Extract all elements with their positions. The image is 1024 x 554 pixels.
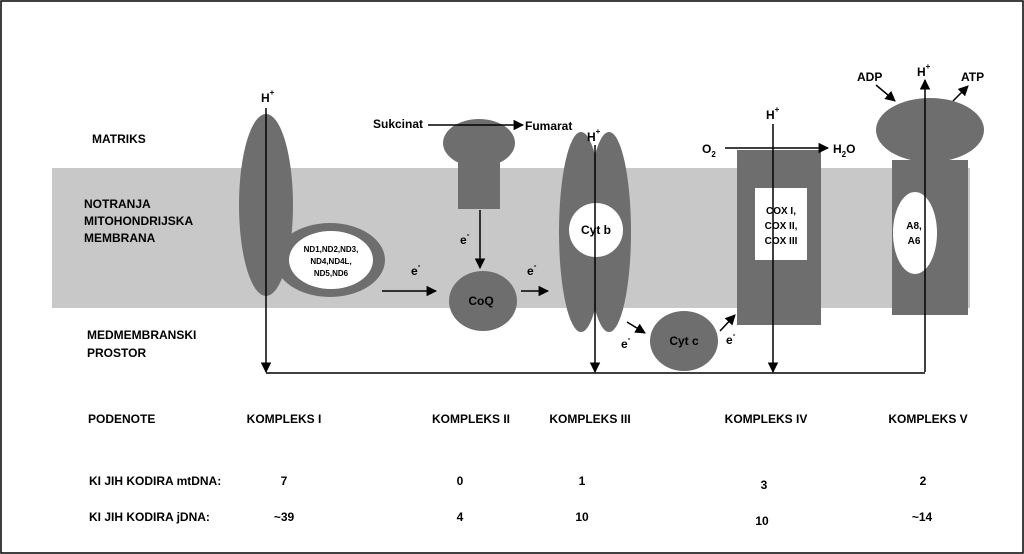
table-complex-4-mtdna: 3 bbox=[761, 478, 768, 492]
o2-label: O2 bbox=[702, 142, 716, 159]
electron-arrow-5 bbox=[719, 314, 736, 332]
fumarate-label: Fumarat bbox=[525, 119, 572, 133]
cox-line-1: COX I, bbox=[766, 206, 796, 217]
cox-line-3: COX III bbox=[765, 236, 798, 247]
table-complex-4-jdna: 10 bbox=[755, 514, 769, 528]
electron-label-4: e- bbox=[621, 334, 631, 351]
complex-1-h-label: H+ bbox=[261, 88, 275, 105]
complex-5-h-label: H+ bbox=[917, 62, 931, 79]
complex-5-sub-line-1: A8, bbox=[906, 221, 922, 232]
table-complex-2-mtdna: 0 bbox=[457, 474, 464, 488]
table-complex-1-mtdna: 7 bbox=[281, 474, 288, 488]
table-complex-3-mtdna: 1 bbox=[579, 474, 586, 488]
complex-5-head-shape bbox=[876, 98, 984, 162]
complex-3-cytb-oval bbox=[569, 203, 623, 257]
complex-1-subunit-oval bbox=[289, 231, 373, 289]
complex-1-nd-line-2: ND4,ND4L, bbox=[310, 257, 351, 266]
electron-label-5: e- bbox=[726, 330, 736, 347]
cytb-label: Cyt b bbox=[581, 223, 611, 237]
membrane-label-2: MITOHONDRIJSKA bbox=[84, 214, 193, 228]
atp-label: ATP bbox=[961, 70, 984, 84]
electron-label-3: e- bbox=[527, 261, 537, 278]
complex-3-h-label: H+ bbox=[587, 127, 601, 144]
cox-line-2: COX II, bbox=[765, 221, 798, 232]
adp-label: ADP bbox=[857, 70, 882, 84]
intermembrane-label-1: MEDMEMBRANSKI bbox=[87, 328, 196, 342]
electron-label-1: e- bbox=[411, 261, 421, 278]
membrane-label-1: NOTRANJA bbox=[84, 197, 151, 211]
table-complex-3-jdna: 10 bbox=[575, 510, 589, 524]
matrix-label: MATRIKS bbox=[92, 132, 146, 146]
table-complex-2-jdna: 4 bbox=[457, 510, 464, 524]
cytc-shape bbox=[650, 311, 718, 371]
electron-label-2: e- bbox=[460, 230, 470, 247]
h2o-label: H2O bbox=[833, 142, 855, 159]
coq-shape bbox=[449, 271, 517, 331]
coq-label: CoQ bbox=[468, 294, 493, 308]
table-complex-1-name: KOMPLEKS I bbox=[247, 412, 322, 426]
intermembrane-label-2: PROSTOR bbox=[87, 346, 146, 360]
electron-arrow-4 bbox=[626, 321, 646, 334]
complex-1-nd-line-1: ND1,ND2,ND3, bbox=[304, 245, 359, 254]
cytc-label: Cyt c bbox=[669, 334, 699, 348]
table-complex-1-jdna: ~39 bbox=[274, 510, 295, 524]
table-complex-2-name: KOMPLEKS II bbox=[432, 412, 510, 426]
table-complex-5-name: KOMPLEKS V bbox=[888, 412, 967, 426]
table-row-mtdna-label: KI JIH KODIRA mtDNA: bbox=[89, 474, 221, 488]
succinate-label: Sukcinat bbox=[373, 117, 423, 131]
table-complex-3-name: KOMPLEKS III bbox=[549, 412, 630, 426]
table-complex-5-mtdna: 2 bbox=[920, 474, 927, 488]
complex-2-stem-shape bbox=[458, 160, 500, 209]
complex-4-h-label: H+ bbox=[766, 105, 780, 122]
complex-2-head-shape bbox=[443, 119, 515, 167]
table-header-podenote: PODENOTE bbox=[88, 412, 155, 426]
adp-arrow bbox=[875, 84, 896, 102]
table-complex-4-name: KOMPLEKS IV bbox=[725, 412, 808, 426]
table-complex-5-jdna: ~14 bbox=[912, 510, 933, 524]
table-row-jdna-label: KI JIH KODIRA jDNA: bbox=[89, 510, 210, 524]
membrane-label-3: MEMBRANA bbox=[84, 231, 156, 245]
complex-1-nd-line-3: ND5,ND6 bbox=[314, 269, 349, 278]
complex-5-sub-line-2: A6 bbox=[908, 236, 921, 247]
atp-arrow bbox=[952, 85, 969, 102]
complex-4-subunit-box bbox=[755, 188, 807, 260]
complex-5-subunit-oval bbox=[893, 192, 937, 274]
